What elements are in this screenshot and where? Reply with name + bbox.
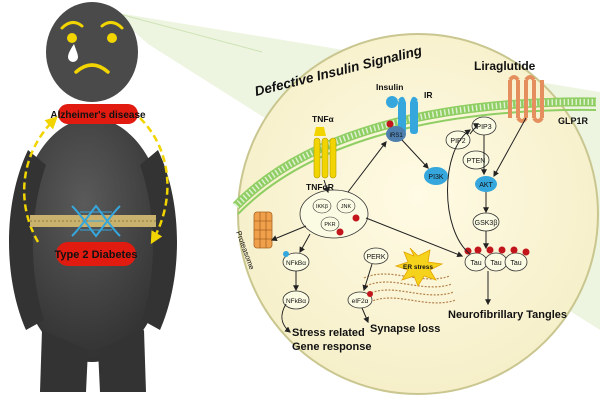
tau-label-2: Tau [490,260,501,267]
tau-cluster: Tau Tau Tau [464,246,530,272]
synapse-loss-label: Synapse loss [370,323,440,335]
ir-label: IR [424,90,433,100]
perk-label: PERK [366,254,385,261]
pi3k-node [424,167,448,185]
tau-node-3 [504,252,528,272]
figure-left-leg [40,330,88,392]
eif2a-label: eIF2α [352,298,369,305]
feedback-right-arrow [139,117,169,245]
pten-node [462,150,490,170]
neuron-zoom-circle: Defective Insulin Signaling Liraglutide … [232,33,599,395]
liraglutide-label: Liraglutide [474,59,536,73]
feedback-left-arrow [22,116,58,243]
pip2-label: PIP2 [450,138,465,145]
akt-label: AKT [479,182,493,189]
er-starburst-icon [394,247,444,287]
tnfar-receptor [313,137,337,179]
pkr-label: PKR [324,222,335,228]
neurofibrillary-tangles-label: Neurofibrillary Tangles [448,309,567,321]
ikkb-label: IKKβ [316,204,328,210]
type2-diabetes-badge [56,242,136,266]
figure-body [16,118,168,362]
alzheimers-badge [58,104,138,124]
tau-label-3: Tau [510,260,521,267]
tear-drop-icon [68,44,78,62]
tnfar-label: TNFαR [306,182,334,192]
human-figure: Alzheimer's disease Type 2 Diabetes [9,2,177,392]
nfkba-upper-label: NFkBα [286,260,306,267]
stress-response-label-line2: Gene response [292,341,371,353]
pi3k-label: PI3K [428,174,444,181]
tnfa-label: TNFα [312,114,335,124]
figure-left-arm [9,150,46,330]
dna-helix-icon [71,204,121,238]
sad-face-icon [60,21,124,74]
gsk3b-label: GSK3β [475,220,498,227]
jnk-node [336,198,356,214]
irs1-label: IRS1 [389,133,403,139]
insulin-label: Insulin [376,82,403,92]
tau-label-1: Tau [470,260,481,267]
jnk-label: JNK [341,204,352,210]
figure-right-leg [98,330,146,392]
stress-response-label-line1: Stress related [292,327,365,339]
akt-node [475,176,497,192]
glp1r-receptor [508,75,544,123]
pten-label: PTEN [467,158,486,165]
insulin-molecule [386,96,398,108]
irs1-node [386,126,406,142]
ikkb-node [312,198,332,214]
nfkba-lower-label: NFkBα [286,298,306,305]
figure-head [46,2,138,102]
proteasome-barrel-icon [253,211,273,249]
pip3-label: PIP3 [476,124,491,131]
eif2a-node [347,291,373,309]
alzheimers-label: Alzheimer's disease [50,110,146,121]
insulin-receptor [398,96,418,134]
glp1r-label: GLP1R [558,116,589,126]
er-stress-label: ER stress [403,264,433,271]
type2-diabetes-label: Type 2 Diabetes [55,249,138,261]
pkr-node [320,216,340,232]
pathway-arrows [270,117,527,333]
perk-node [363,247,389,265]
ikk-jnk-pkr-cluster [299,189,369,239]
tnfa-ligand [314,127,326,136]
